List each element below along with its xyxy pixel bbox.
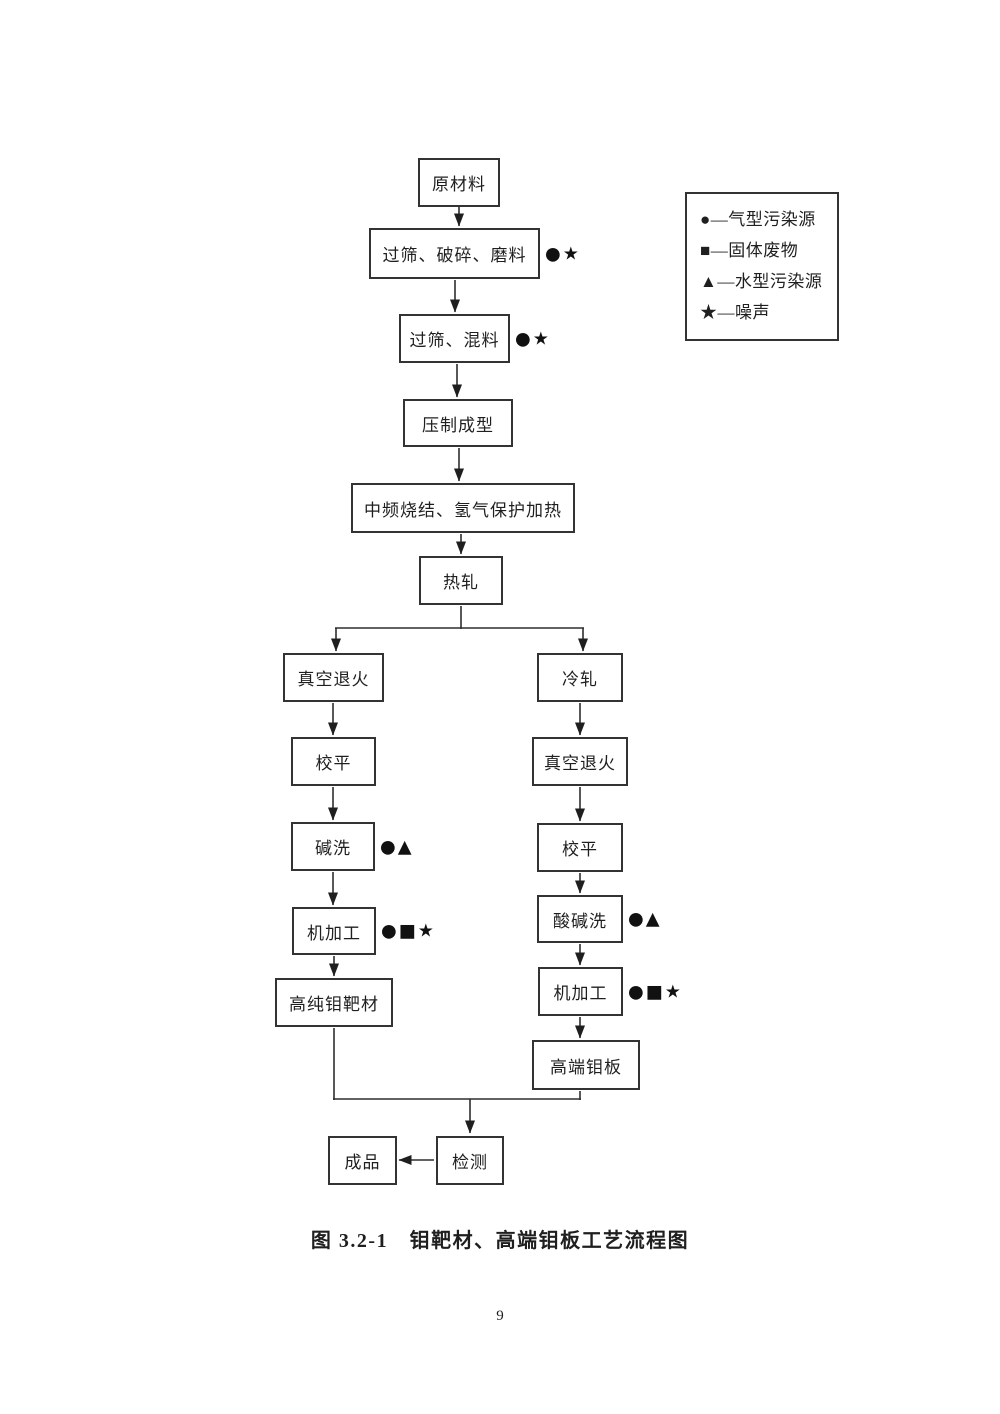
node-acid-alkali-wash: 酸碱洗 ●▲ <box>537 895 660 943</box>
node-label: 真空退火 <box>297 670 370 689</box>
node-label: 过筛、混料 <box>409 331 500 350</box>
pollution-marks: ●■★ <box>628 981 683 1002</box>
node-label: 机加工 <box>307 923 361 943</box>
node-sintering: 中频烧结、氢气保护加热 <box>351 483 575 533</box>
node-label: 冷轧 <box>562 670 598 689</box>
node-moly-target: 高纯钼靶材 <box>275 978 393 1027</box>
node-label: 真空退火 <box>544 754 616 773</box>
node-press-forming: 压制成型 <box>403 399 513 447</box>
node-label: 中频烧结、氢气保护加热 <box>364 500 562 520</box>
node-label: 成品 <box>344 1153 381 1172</box>
node-label: 酸碱洗 <box>553 911 607 931</box>
node-finished-product: 成品 <box>328 1136 397 1185</box>
node-label: 压制成型 <box>422 415 494 435</box>
legend-item-noise: ★—噪声 <box>700 303 770 322</box>
node-vacuum-annealing-left: 真空退火 <box>283 653 384 702</box>
node-hot-rolling: 热轧 <box>419 556 503 605</box>
node-machining-left: 机加工 ●■★ <box>292 907 434 955</box>
node-label: 高端钼板 <box>550 1057 622 1077</box>
pollution-marks: ●★ <box>545 243 581 264</box>
legend-item-gas-pollution: ●—气型污染源 <box>700 210 816 229</box>
node-sieve-mix: 过筛、混料 ●★ <box>399 314 549 363</box>
node-label: 检测 <box>452 1153 488 1172</box>
pollution-marks: ●★ <box>515 328 551 349</box>
pollution-marks: ●▲ <box>628 908 662 930</box>
pollution-marks: ●▲ <box>380 836 414 857</box>
node-label: 校平 <box>562 840 598 859</box>
legend: ●—气型污染源 ■—固体废物 ▲—水型污染源 ★—噪声 <box>685 192 839 341</box>
node-label: 机加工 <box>553 984 608 1003</box>
node-label: 原材料 <box>432 175 486 194</box>
node-label: 校平 <box>315 754 352 773</box>
node-machining-right: 机加工 ●■★ <box>538 967 681 1016</box>
node-label: 高纯钼靶材 <box>289 995 379 1014</box>
figure-caption: 图 3.2-1 钼靶材、高端钼板工艺流程图 <box>310 1230 690 1252</box>
node-leveling-left: 校平 <box>291 737 376 786</box>
node-label: 碱洗 <box>315 839 351 858</box>
node-raw-material: 原材料 <box>418 158 500 207</box>
node-alkali-wash: 碱洗 ●▲ <box>291 822 412 871</box>
node-moly-plate: 高端钼板 <box>532 1040 640 1090</box>
legend-item-water-pollution: ▲—水型污染源 <box>700 272 823 291</box>
legend-item-solid-waste: ■—固体废物 <box>700 241 799 260</box>
node-leveling-right: 校平 <box>537 823 623 872</box>
pollution-marks: ●■★ <box>381 920 436 942</box>
node-label: 热轧 <box>443 573 479 592</box>
node-label: 过筛、破碎、磨料 <box>382 246 527 265</box>
node-vacuum-annealing-right: 真空退火 <box>532 737 628 786</box>
page-number: 9 <box>496 1308 504 1324</box>
node-sieve-crush-grind: 过筛、破碎、磨料 ●★ <box>369 228 579 279</box>
node-inspection: 检测 <box>436 1136 504 1185</box>
node-cold-rolling: 冷轧 <box>537 653 623 702</box>
